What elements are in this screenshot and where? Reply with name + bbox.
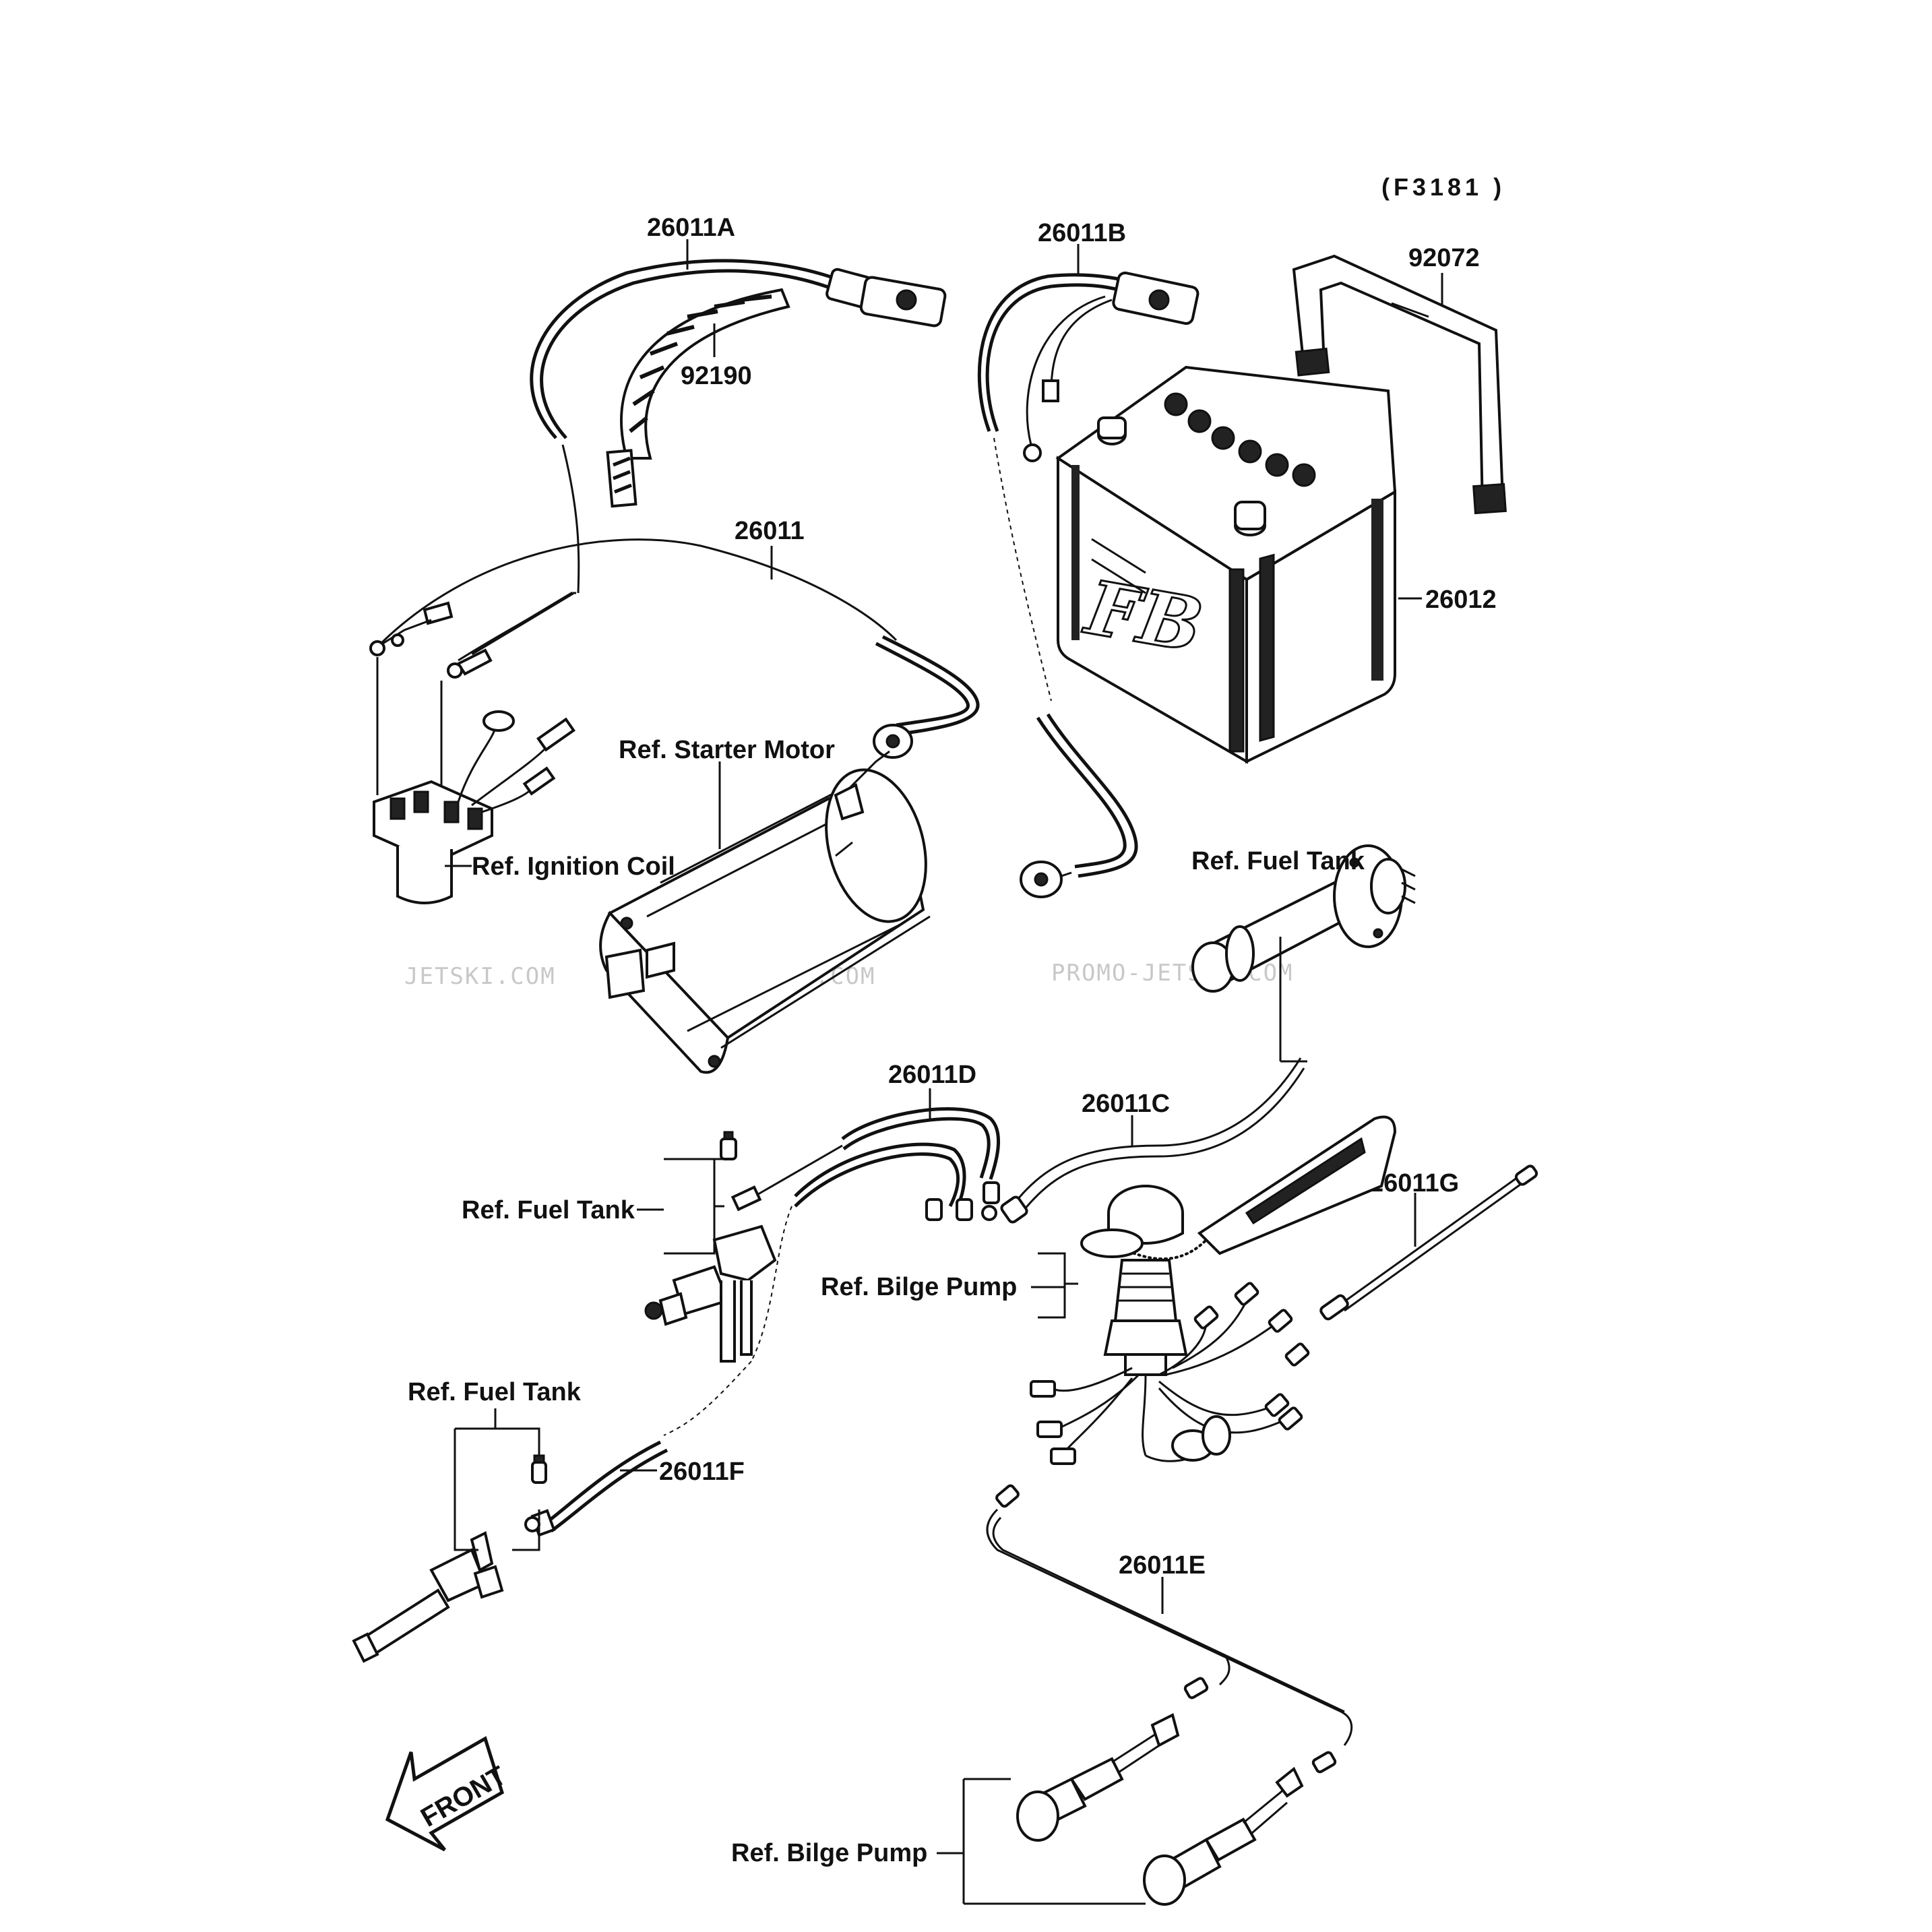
- label-fuel-tank-top: Ref. Fuel Tank: [1191, 847, 1365, 875]
- label-26011E: 26011E: [1119, 1551, 1206, 1580]
- cable-26011[interactable]: [369, 538, 980, 759]
- label-92190: 92190: [681, 362, 752, 390]
- fuel-valve-lower[interactable]: [352, 1454, 547, 1663]
- cable-26011C[interactable]: [981, 1057, 1305, 1224]
- bilge-pump-switch[interactable]: [1030, 1115, 1397, 1465]
- label-fuel-tank-lower: Ref. Fuel Tank: [408, 1378, 582, 1406]
- label-92072: 92072: [1408, 244, 1480, 272]
- label-starter-motor: Ref. Starter Motor: [619, 736, 835, 764]
- bilge-pump-lower-2[interactable]: [1143, 1766, 1304, 1906]
- bilge-pump-lower-1[interactable]: [1016, 1713, 1180, 1842]
- cable-26011D[interactable]: [730, 1107, 1000, 1362]
- fuel-valve-middle[interactable]: [644, 1131, 777, 1363]
- label-fuel-tank-middle: Ref. Fuel Tank: [462, 1196, 635, 1224]
- battery-cell-caps: [1164, 392, 1316, 487]
- label-ignition-coil: Ref. Ignition Coil: [472, 852, 675, 881]
- front-direction-arrow: FRONT: [385, 1736, 511, 1852]
- label-26011A: 26011A: [647, 214, 735, 242]
- cable-26011A[interactable]: [530, 259, 947, 594]
- battery-26012[interactable]: FB: [1055, 365, 1397, 764]
- label-bilge-pump-lower: Ref. Bilge Pump: [731, 1839, 927, 1867]
- watermark-partial: JETSKI.COM: [404, 963, 556, 990]
- cable-26011B[interactable]: [977, 271, 1199, 898]
- ignition-coil[interactable]: [373, 657, 576, 904]
- cable-26011E[interactable]: [986, 1484, 1353, 1774]
- cable-26011G[interactable]: [1319, 1164, 1538, 1321]
- fuel-tank-fitting-top[interactable]: [1191, 844, 1416, 993]
- label-26011: 26011: [735, 517, 805, 545]
- label-bilge-pump-middle: Ref. Bilge Pump: [821, 1273, 1017, 1301]
- battery-logo: FB: [1078, 563, 1209, 669]
- sleeve-92190[interactable]: [606, 288, 790, 508]
- label-26011D: 26011D: [888, 1061, 976, 1089]
- label-26012: 26012: [1425, 586, 1497, 614]
- label-26011C: 26011C: [1082, 1090, 1170, 1118]
- starter-motor[interactable]: [599, 750, 941, 1074]
- label-26011B: 26011B: [1038, 219, 1126, 247]
- cable-26011F[interactable]: [524, 1361, 752, 1537]
- diagram-code: (F3181 ): [1381, 173, 1505, 201]
- label-26011F: 26011F: [659, 1458, 745, 1486]
